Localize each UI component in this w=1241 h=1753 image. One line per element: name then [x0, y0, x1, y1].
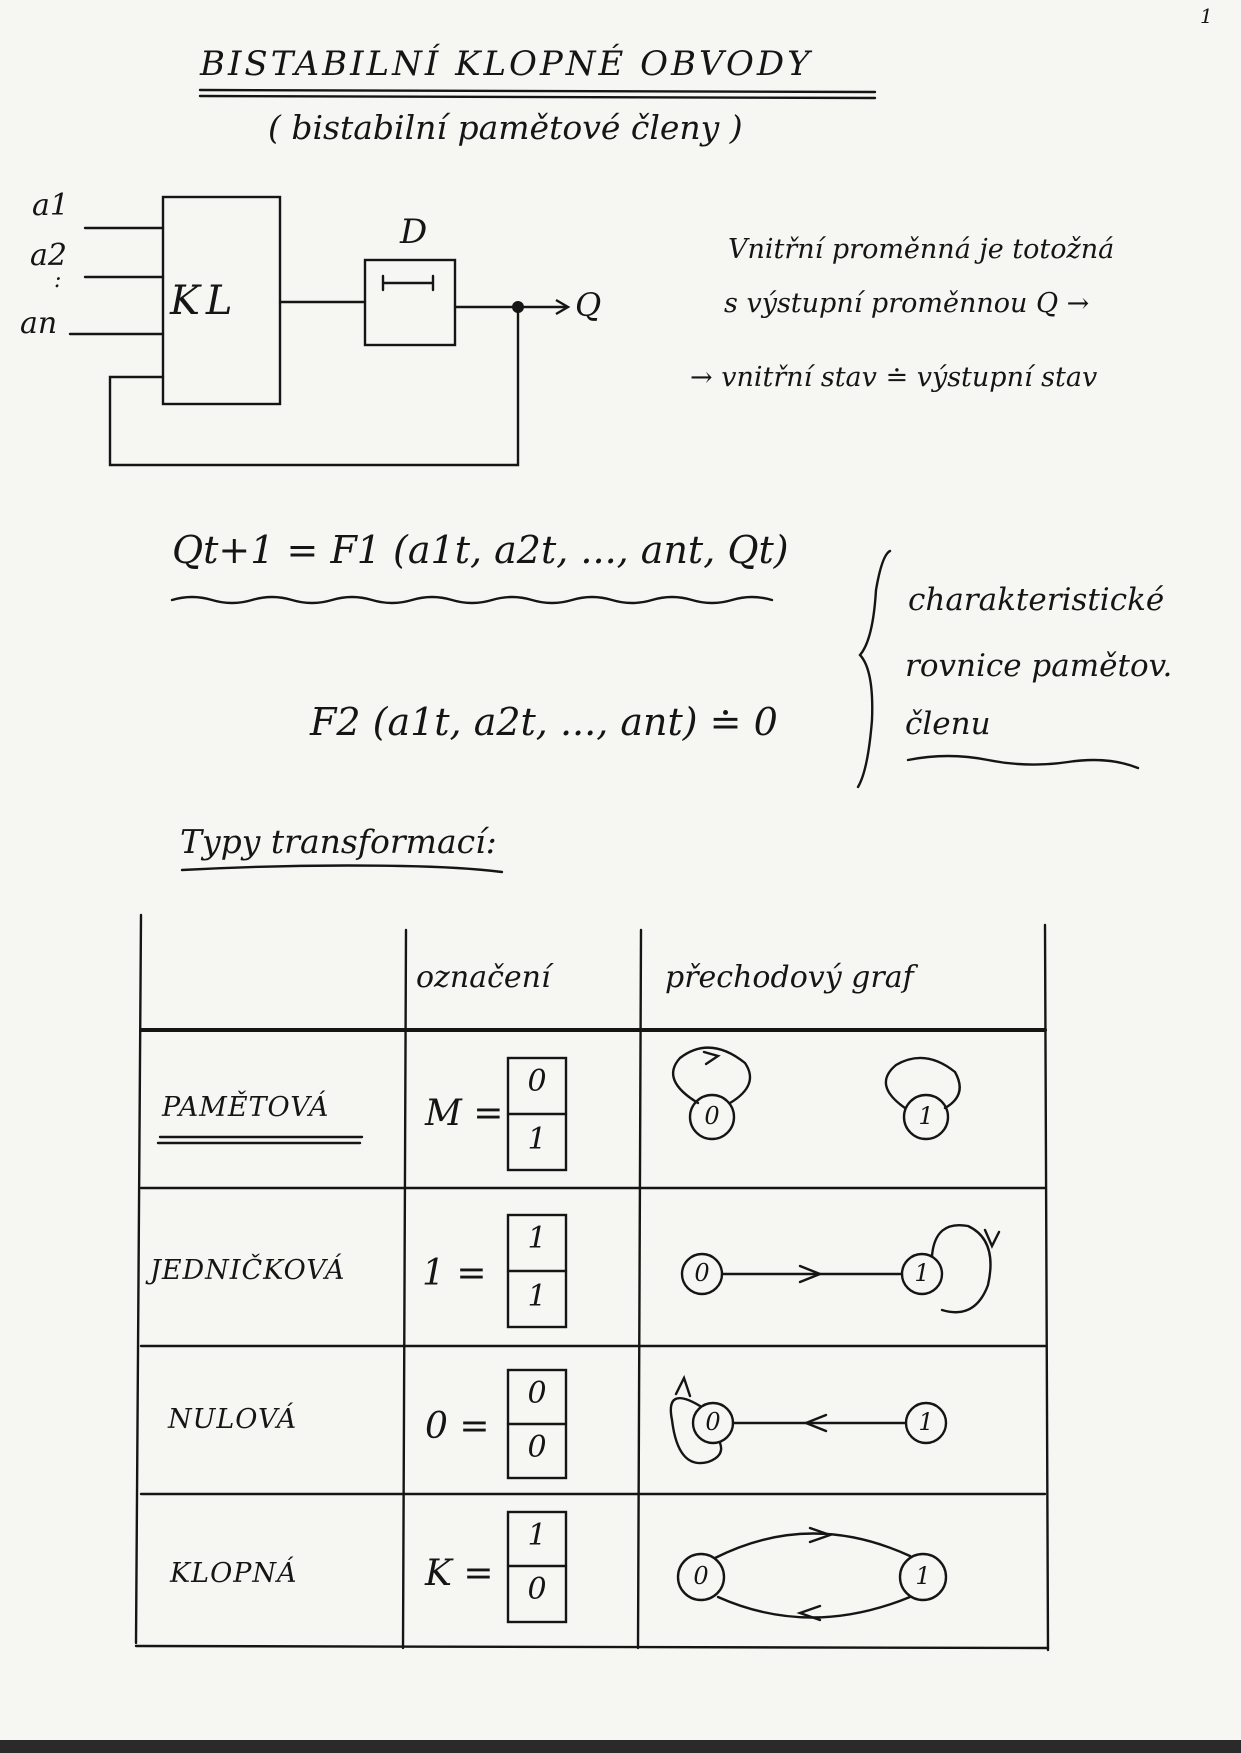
graph3-label-1: 1	[918, 1408, 934, 1436]
row-name-4: KLOPNÁ	[170, 1558, 298, 1589]
page-subtitle: ( bistabilní pamětové členy )	[268, 108, 743, 147]
row-symbol-4: K =	[425, 1553, 494, 1594]
graph2-loop-1	[930, 1223, 992, 1314]
graph4-node-1	[898, 1552, 948, 1602]
graph2-label-0: 0	[694, 1259, 710, 1287]
equation-1: Qt+1 = F1 (a1t, a2t, ..., ant, Qt)	[172, 528, 789, 572]
graph4-label-1: 1	[915, 1562, 931, 1590]
row-symbol-1: M =	[425, 1093, 504, 1134]
graph3-label-0: 0	[705, 1408, 721, 1436]
graph1-loop-1	[884, 1056, 961, 1110]
types-heading: Typy transformací:	[180, 822, 497, 861]
feedback-loop	[108, 305, 520, 467]
row-symbol-3: 0 =	[425, 1406, 490, 1447]
row-name-1: PAMĚTOVÁ	[162, 1092, 330, 1123]
brace-underline	[906, 754, 1140, 770]
right-brace	[856, 549, 892, 789]
input-label-an: an	[20, 306, 58, 341]
row-code-bottom-1: 1	[527, 1122, 547, 1157]
junction-dot	[512, 301, 524, 313]
delay-block	[363, 258, 457, 347]
equation-2: F2 (a1t, a2t, ..., ant) ≐ 0	[310, 700, 778, 744]
row-symbol-2: 1 =	[422, 1253, 487, 1294]
table-outer-left	[134, 913, 143, 1645]
note-line-1: Vnitřní proměnná je totožná	[728, 234, 1115, 265]
row-code-top-1: 0	[527, 1064, 547, 1099]
input-label-a2: a2	[30, 238, 67, 273]
output-label: Q	[575, 286, 602, 324]
brace-label-1: charakteristické	[908, 582, 1165, 618]
row-code-top-2: 1	[527, 1221, 547, 1256]
page-title: BISTABILNÍ KLOPNÉ OBVODY	[200, 44, 813, 84]
row-code-bottom-3: 0	[527, 1430, 547, 1465]
row-code-top-3: 0	[527, 1376, 547, 1411]
title-underline	[198, 88, 877, 100]
graph4-node-0	[676, 1552, 726, 1602]
page-number: 1	[1200, 4, 1213, 28]
pametova-underline	[156, 1135, 364, 1145]
row-code-bottom-2: 1	[527, 1279, 547, 1314]
equation-underline	[170, 595, 774, 605]
graph2-label-1: 1	[914, 1259, 930, 1287]
row-name-2: JEDNIČKOVÁ	[150, 1255, 346, 1286]
delay-label: D	[400, 212, 428, 252]
graph1-label-0: 0	[704, 1102, 720, 1130]
kl-block	[161, 195, 282, 406]
graph4-arc-top	[713, 1532, 912, 1560]
graph1-node-0	[688, 1093, 736, 1141]
brace-label-3: členu	[905, 706, 991, 742]
row-code-bottom-4: 0	[527, 1572, 547, 1607]
delay-symbol	[381, 274, 435, 292]
note-line-2: s výstupní proměnnou Q →	[724, 288, 1090, 319]
table-col-2	[636, 928, 643, 1650]
table-bottom-rule	[134, 1644, 1050, 1650]
row-code-top-4: 1	[527, 1518, 547, 1553]
graph1-loop-0	[671, 1046, 752, 1105]
row-name-3: NULOVÁ	[168, 1404, 298, 1435]
table-outer-right	[1043, 923, 1050, 1652]
note-line-3: → vnitřní stav ≐ výstupní stav	[690, 362, 1098, 393]
types-underline	[180, 864, 504, 874]
input-label-a1: a1	[32, 188, 69, 223]
table-header-transition-graph: přechodový graf	[665, 960, 914, 995]
graph3-loop-0	[669, 1396, 723, 1465]
table-col-1	[401, 928, 408, 1650]
input-label-dots: :	[54, 268, 62, 293]
graph1-label-1: 1	[918, 1102, 934, 1130]
table-header-designation: označení	[416, 960, 551, 995]
kl-label: KL	[170, 278, 239, 324]
scan-edge	[0, 1740, 1241, 1753]
graph1-node-1	[902, 1093, 950, 1141]
graph4-label-0: 0	[693, 1562, 709, 1590]
brace-label-2: rovnice pamětov.	[905, 648, 1173, 684]
